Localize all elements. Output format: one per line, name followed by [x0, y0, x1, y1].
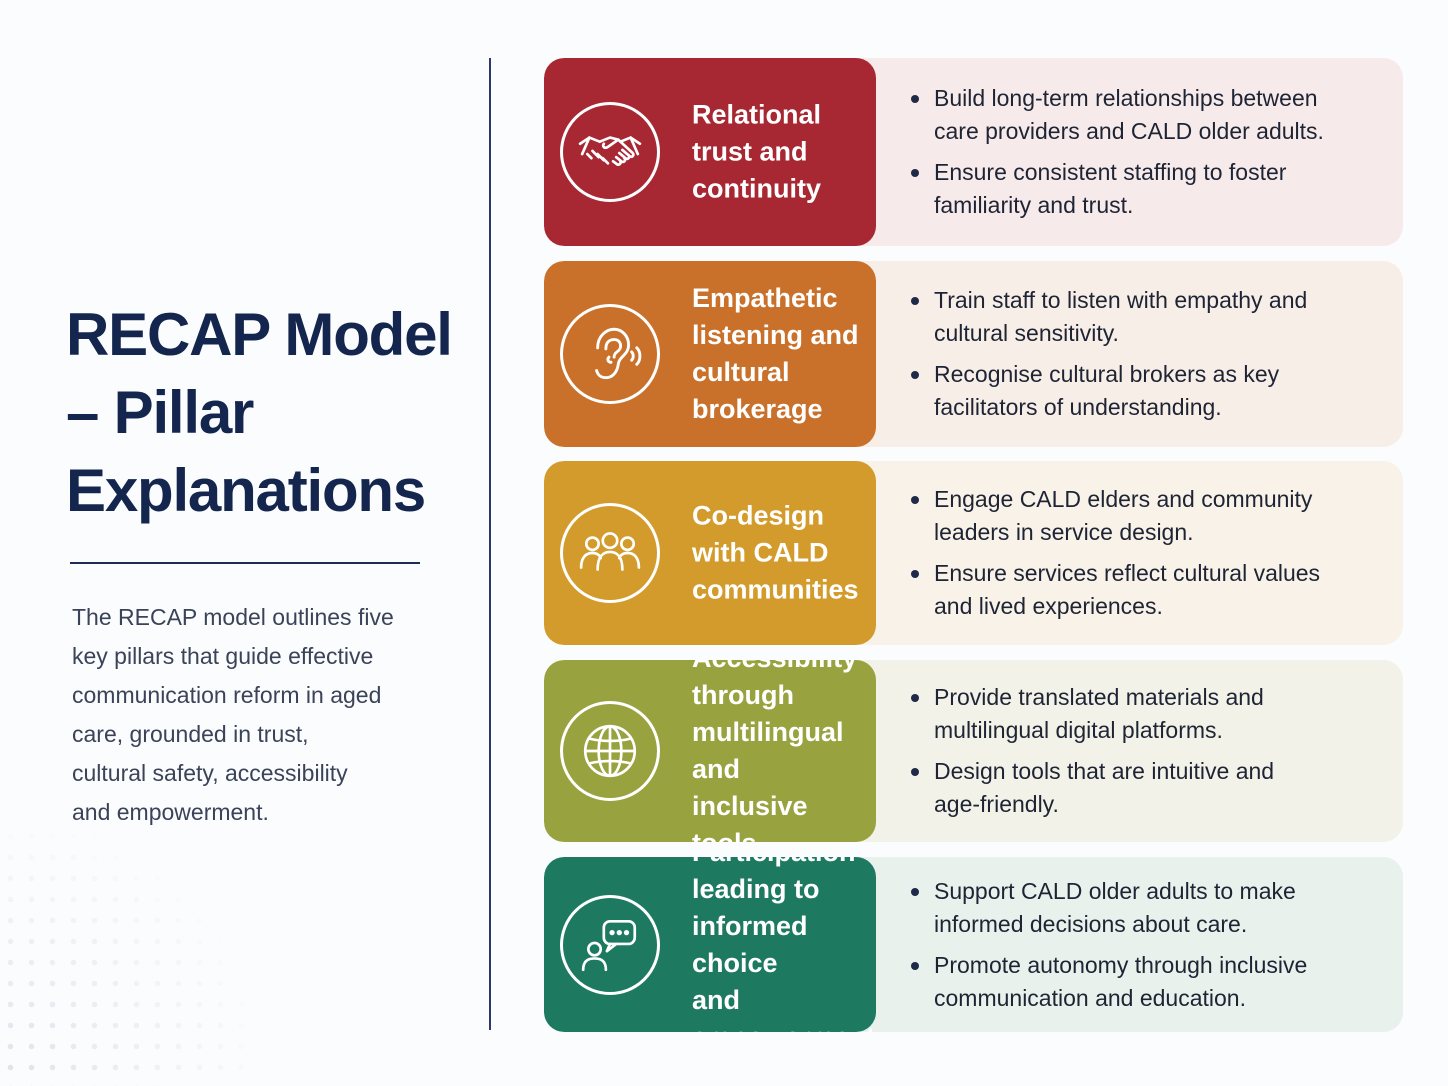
pillar-card: Participation leading to informed choice… — [544, 857, 1403, 1032]
pillar-header: Empathetic listening and cultural broker… — [544, 261, 876, 447]
pillar-title: Co-design with CALD communities — [692, 500, 859, 605]
pillar-bullet: Recognise cultural brokers as key facili… — [911, 358, 1403, 424]
handshake-icon — [560, 102, 660, 202]
pillar-details: Build long-term relationships between ca… — [876, 58, 1403, 246]
people-group-icon — [560, 503, 660, 603]
pillar-title: Accessibility through multilingual and i… — [692, 660, 857, 842]
pillar-card: Accessibility through multilingual and i… — [544, 660, 1403, 842]
pillar-bullet: Provide translated materials and multili… — [911, 681, 1403, 747]
pillar-title: Relational trust and continuity — [692, 99, 822, 204]
pillar-details: Train staff to listen with empathy and c… — [876, 261, 1403, 447]
person-speech-icon — [560, 894, 660, 995]
pillar-bullet: Promote autonomy through inclusive commu… — [911, 949, 1403, 1015]
pillar-card: Empathetic listening and cultural broker… — [544, 261, 1403, 447]
page-title: RECAP Model – Pillar Explanations — [66, 301, 453, 524]
pillar-details: Provide translated materials and multili… — [876, 660, 1403, 842]
title-divider — [70, 562, 420, 564]
pillar-bullet: Design tools that are intuitive and age-… — [911, 755, 1403, 821]
pillar-details: Support CALD older adults to make inform… — [876, 857, 1403, 1032]
pillar-details: Engage CALD elders and community leaders… — [876, 461, 1403, 645]
pillar-bullet: Engage CALD elders and community leaders… — [911, 483, 1403, 549]
vertical-divider — [489, 58, 491, 1030]
pillar-header: Relational trust and continuity — [544, 58, 876, 246]
pillar-header: Participation leading to informed choice… — [544, 857, 876, 1032]
pillar-header: Co-design with CALD communities — [544, 461, 876, 645]
pillar-header: Accessibility through multilingual and i… — [544, 660, 876, 842]
decorative-dot-pattern — [0, 826, 260, 1086]
intro-description: The RECAP model outlines five key pillar… — [72, 604, 394, 825]
pillar-bullet: Ensure consistent staffing to foster fam… — [911, 156, 1403, 222]
pillar-bullet: Support CALD older adults to make inform… — [911, 875, 1403, 941]
pillar-card: Co-design with CALD communities Engage C… — [544, 461, 1403, 645]
pillar-bullet: Train staff to listen with empathy and c… — [911, 284, 1403, 350]
pillar-title: Empathetic listening and cultural broker… — [692, 283, 859, 424]
ear-icon — [560, 304, 660, 404]
pillar-bullet: Build long-term relationships between ca… — [911, 82, 1403, 148]
intro-panel: RECAP Model – Pillar Explanations The RE… — [66, 296, 466, 832]
pillar-card: Relational trust and continuity Build lo… — [544, 58, 1403, 246]
pillar-title: Participation leading to informed choice… — [692, 857, 875, 1032]
pillar-bullet: Ensure services reflect cultural values … — [911, 557, 1403, 623]
globe-icon — [560, 701, 660, 801]
